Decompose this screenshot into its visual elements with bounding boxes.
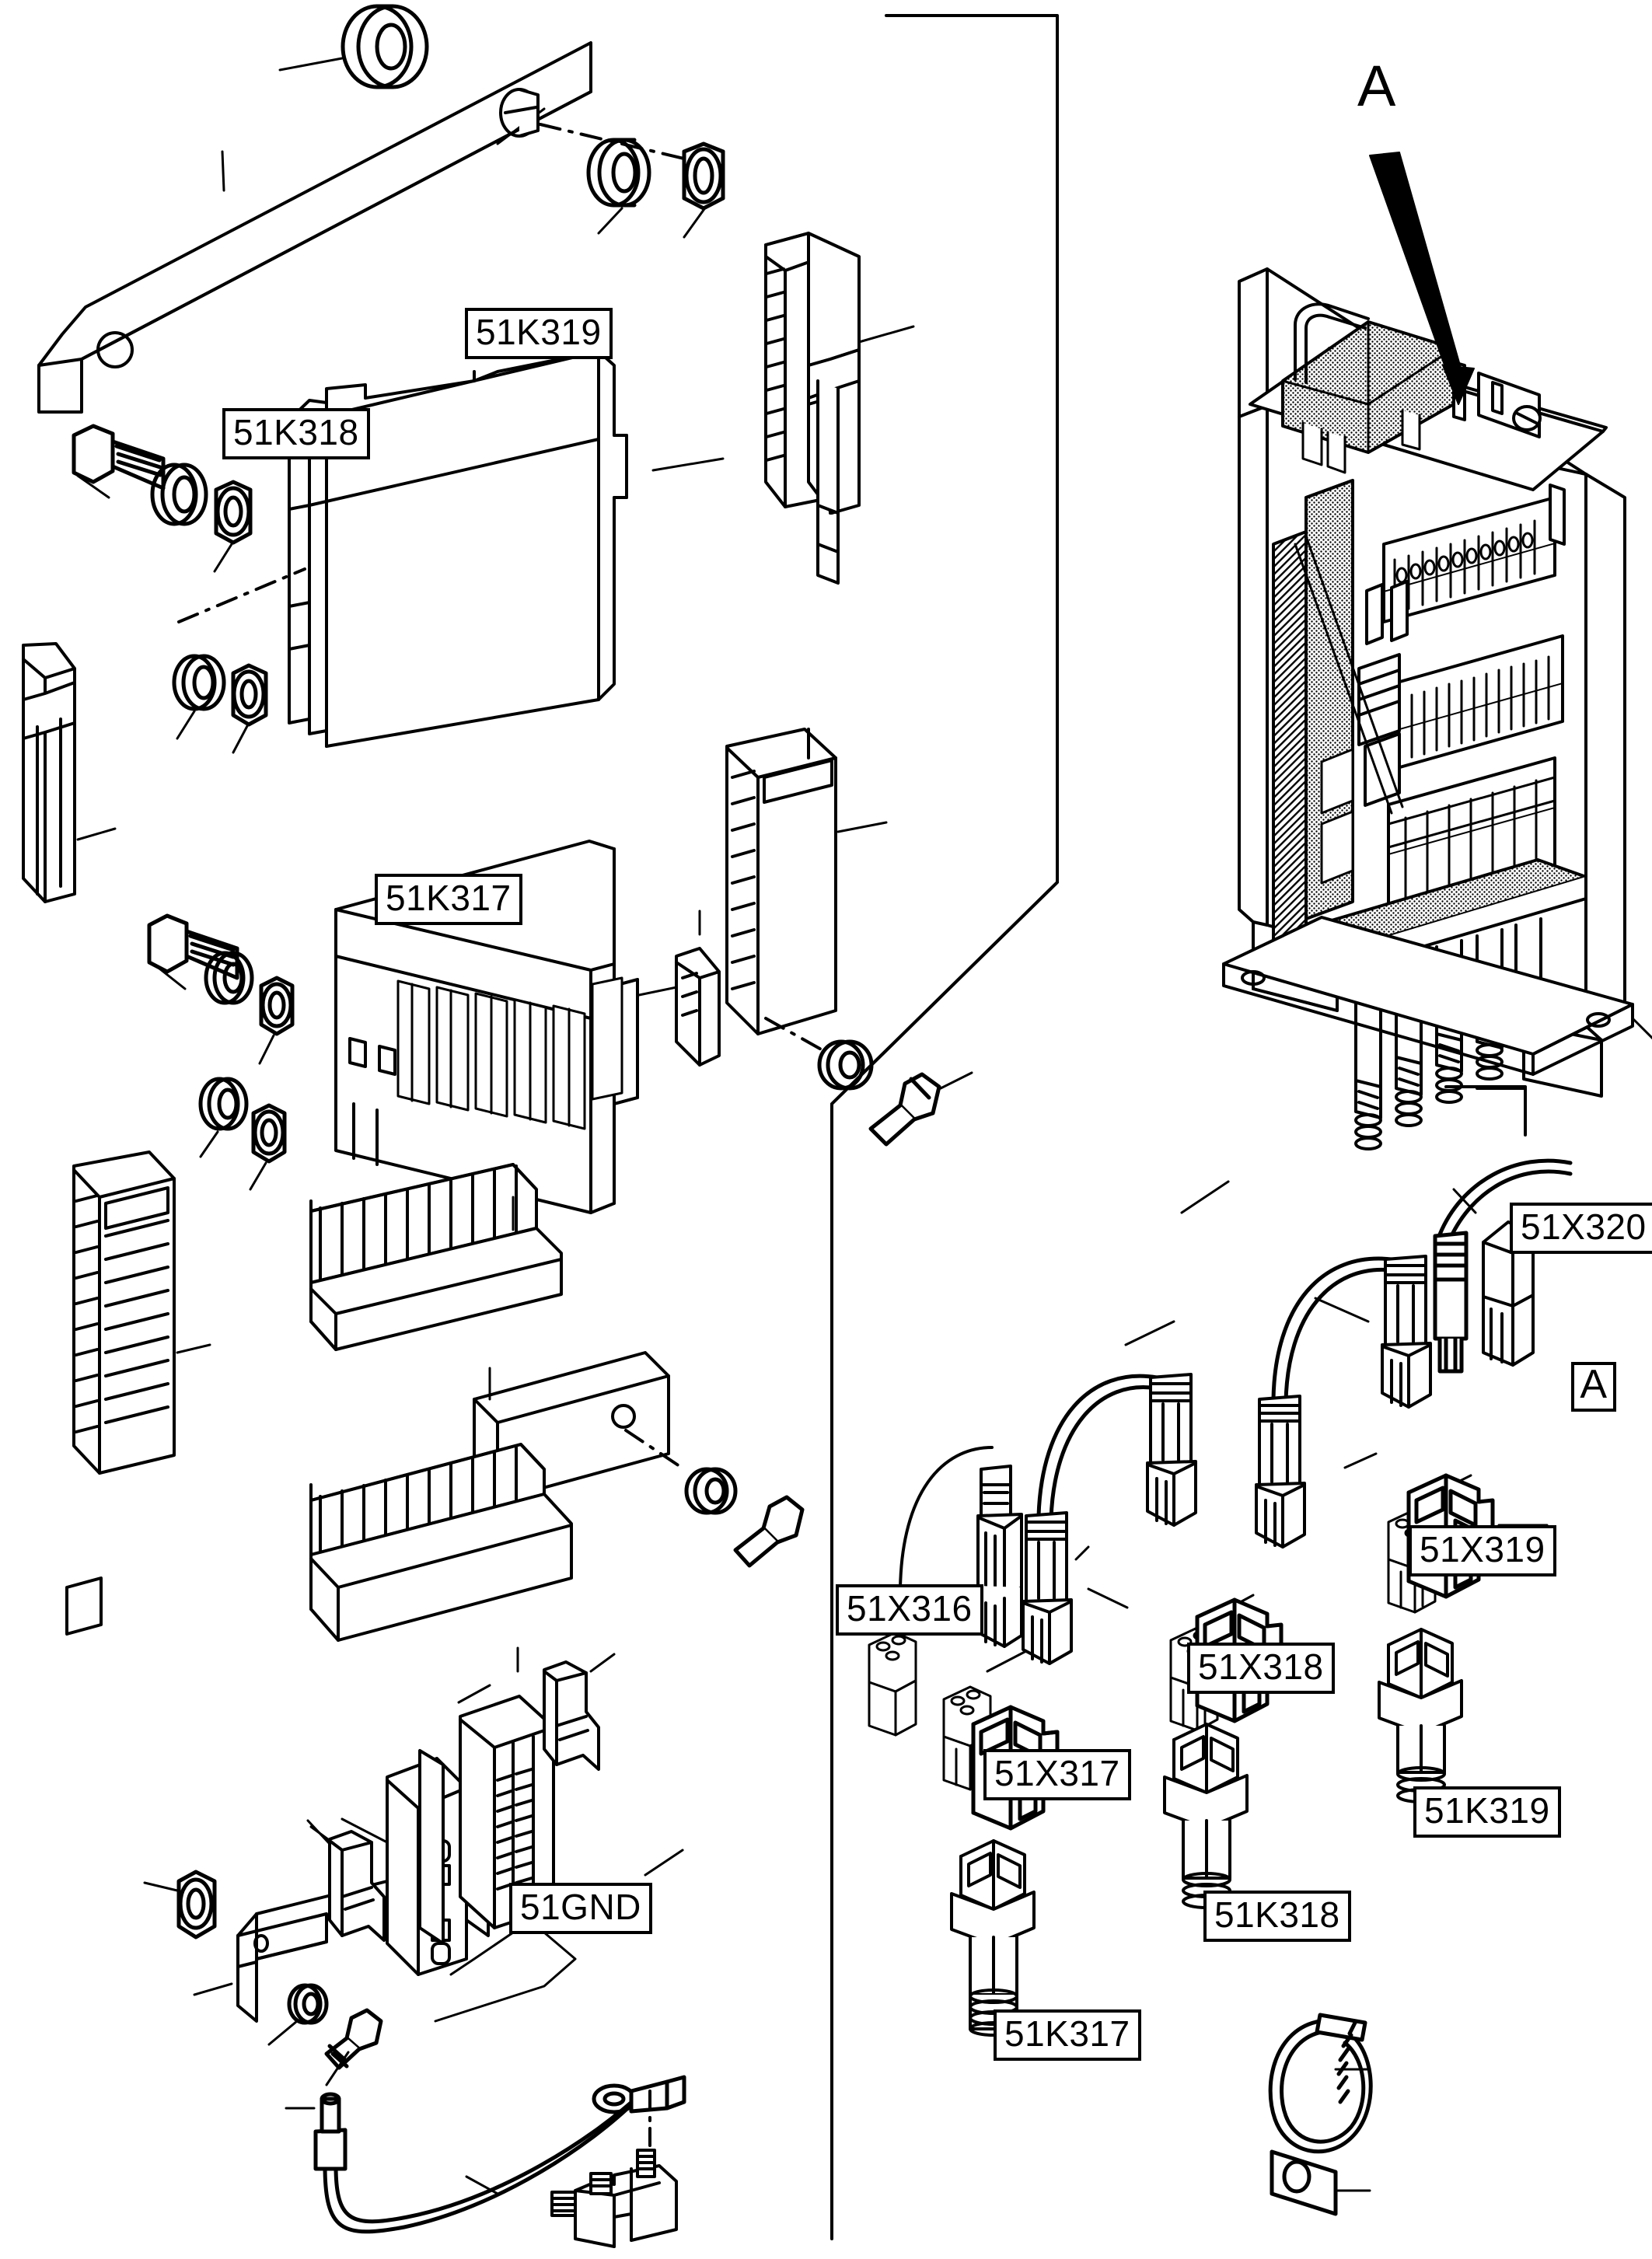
socket-51K318 [1163, 1723, 1249, 1909]
callout-51K318-top: 51K318 [222, 408, 370, 459]
terminal-strip-3 [1387, 756, 1556, 915]
callout-51GND: 51GND [509, 1883, 652, 1934]
connector-upper-b [1381, 1255, 1432, 1409]
hex-bolt-317 [147, 913, 239, 980]
flat-washer [586, 138, 651, 208]
connector-lower-b [1146, 1373, 1197, 1527]
callout-51X318: 51X318 [1187, 1643, 1335, 1694]
terminal-pins [396, 976, 623, 1130]
duct-body-lower [309, 1227, 563, 1351]
ground-block [550, 2149, 678, 2248]
socket-51K319 [1378, 1628, 1463, 1803]
duct-lower-mid [309, 1493, 573, 1642]
connector-upper-a [1255, 1395, 1306, 1548]
pan-head-screw [868, 1072, 941, 1147]
callout-51K318-detail: 51K318 [1203, 1891, 1351, 1942]
hex-bolt [72, 424, 166, 491]
callout-51K317-detail: 51K317 [994, 2009, 1141, 2061]
connector-cable-upper [1271, 1256, 1394, 1405]
callout-51K319-top: 51K319 [465, 308, 613, 359]
screw-gnd [324, 2008, 383, 2070]
callout-51K317-mid: 51K317 [375, 874, 522, 925]
screw [499, 88, 540, 138]
socket-51K317 [950, 1839, 1036, 2037]
terminal-strip-1 [1382, 484, 1566, 623]
ground-cable [313, 2090, 644, 2234]
callout-51X317: 51X317 [983, 1749, 1131, 1800]
lock-washer-left [150, 463, 208, 526]
cable-tie [1268, 2013, 1373, 2154]
terminal-clamp-b [543, 1660, 600, 1771]
connector-column [725, 728, 837, 1035]
cable-plug-upper [807, 348, 861, 585]
insulating-tag [65, 1576, 103, 1636]
washer-gnd [287, 1983, 329, 2025]
hex-nut-left [214, 480, 253, 545]
washer-lower [172, 654, 226, 711]
callout-51K319-detail: 51K319 [1413, 1786, 1561, 1838]
callout-51X319: 51X319 [1409, 1525, 1556, 1576]
terminal-clamp-a [328, 1830, 386, 1942]
small-connector [675, 947, 721, 1067]
washer-317 [817, 1039, 874, 1091]
vertical-duct [72, 1150, 176, 1475]
connector-lower-a [1022, 1511, 1073, 1665]
callout-51X320: 51X320 [1510, 1203, 1652, 1254]
connector-cable-lower [1036, 1374, 1159, 1521]
connector-51X320 [1433, 1158, 1573, 1374]
hex-nut-lower [231, 663, 268, 727]
detail-a-box-label: A [1571, 1362, 1616, 1412]
identification-tag [1270, 2149, 1338, 2216]
transformer-block [1281, 320, 1455, 474]
hex-nut-gnd [176, 1870, 217, 1940]
cabinet-handle [1294, 302, 1370, 384]
relay-module-51K319 [288, 350, 628, 748]
spacer-bushing [341, 4, 429, 89]
cable-lug [592, 2075, 686, 2114]
cable-plug-left [22, 642, 76, 903]
socket-housing-51X316b [868, 1631, 917, 1737]
pan-head-screw-2 [733, 1495, 805, 1568]
inner-wire [1294, 535, 1404, 815]
callout-51X316: 51X316 [836, 1584, 983, 1636]
cabinet-base [1222, 916, 1634, 1076]
detail-a-arrow [1369, 152, 1475, 405]
hex-nut [682, 141, 725, 211]
detail-a-arrow-label: A [1357, 54, 1396, 118]
